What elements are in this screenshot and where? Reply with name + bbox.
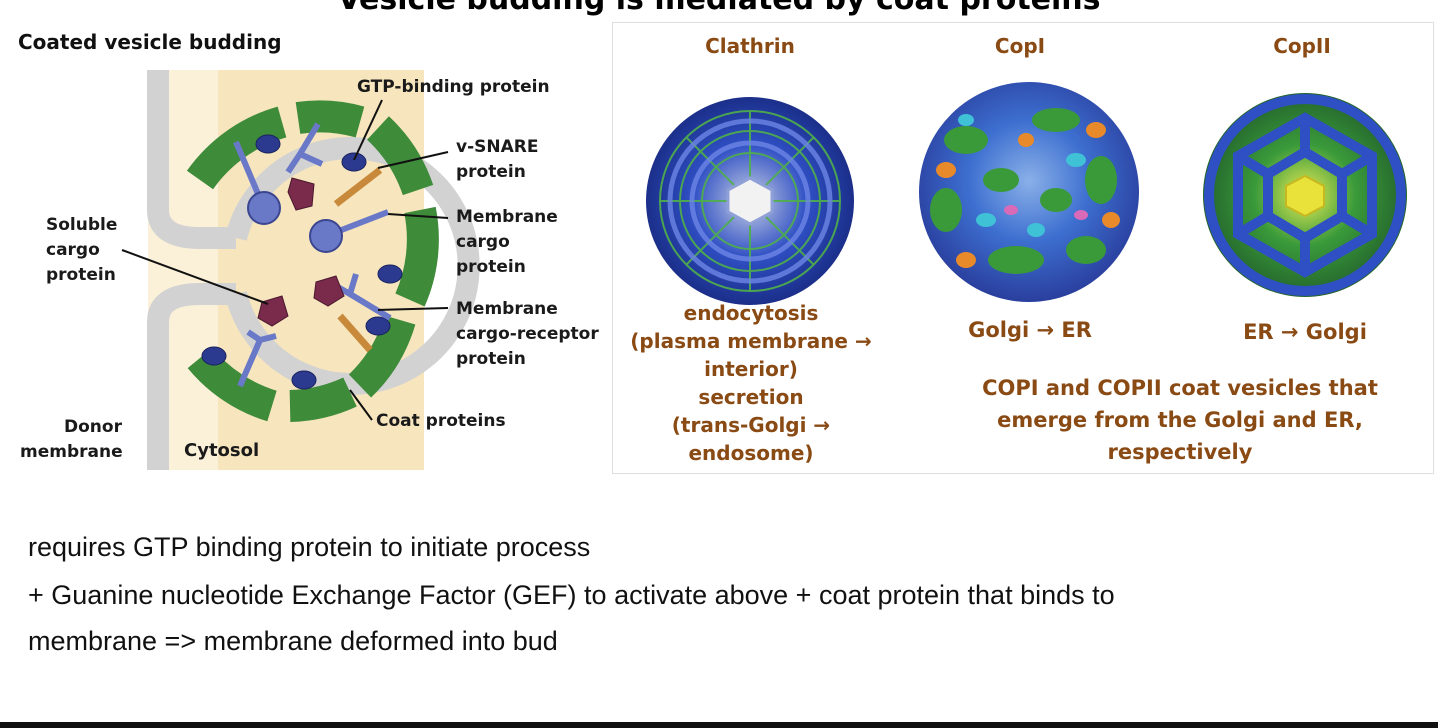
coat-title-copii: CopII	[1273, 34, 1331, 58]
label-membrane-cargo-1: Membrane	[456, 207, 558, 227]
label-coat-proteins: Coat proteins	[376, 411, 506, 431]
clathrin-caption-line: interior)	[704, 357, 798, 381]
clathrin-caption-line: secretion	[698, 385, 804, 409]
donor-membrane-top	[147, 70, 236, 249]
coat-title-clathrin: Clathrin	[705, 34, 795, 58]
leader-lines	[121, 99, 449, 421]
gtp-binding-proteins	[201, 134, 403, 390]
membrane-cargo-proteins	[233, 140, 390, 253]
label-donor-2: membrane	[20, 442, 123, 462]
donor-membrane-bottom	[147, 283, 236, 470]
body-text-line-2: + Guanine nucleotide Exchange Factor (GE…	[28, 580, 1115, 610]
label-cytosol: Cytosol	[184, 440, 260, 461]
cop-shared-caption-line: respectively	[1107, 440, 1253, 464]
label-receptor-3: protein	[456, 349, 526, 369]
body-text-line-1: requires GTP binding protein to initiate…	[28, 532, 591, 562]
clathrin-caption-line: (plasma membrane →	[630, 329, 872, 353]
copi-caption: Golgi → ER	[968, 318, 1092, 342]
clathrin-caption-line: (trans-Golgi →	[671, 413, 831, 437]
label-soluble-1: Soluble	[46, 215, 118, 235]
label-receptor-1: Membrane	[456, 299, 558, 319]
label-receptor-2: cargo-receptor	[456, 324, 599, 344]
slide-title: Vesicle budding is mediated by coat prot…	[0, 0, 1438, 17]
diagram-title: Coated vesicle budding	[18, 30, 282, 54]
label-donor-1: Donor	[64, 417, 122, 437]
label-soluble-2: cargo	[46, 240, 100, 260]
clathrin-caption-line: endosome)	[688, 441, 814, 465]
cop-shared-caption: COPI and COPII coat vesicles that emerge…	[940, 372, 1420, 468]
label-gtp-binding-protein: GTP-binding protein	[357, 77, 550, 97]
cop-shared-caption-line: emerge from the Golgi and ER,	[997, 408, 1363, 432]
clathrin-caption-line: endocytosis	[683, 301, 819, 325]
label-vsnare-1: v-SNARE	[456, 137, 539, 157]
label-soluble-3: protein	[46, 265, 116, 285]
label-membrane-cargo-2: cargo	[456, 232, 510, 252]
label-membrane-cargo-3: protein	[456, 257, 526, 277]
coat-title-copi: CopI	[994, 34, 1046, 58]
coat-proteins	[186, 100, 439, 422]
label-vsnare-2: protein	[456, 162, 526, 182]
v-snares	[333, 167, 383, 353]
cop-shared-caption-line: COPI and COPII coat vesicles that	[982, 376, 1378, 400]
clathrin-structure	[646, 97, 854, 305]
copii-structure	[1203, 93, 1407, 297]
copi-structure	[919, 82, 1139, 302]
body-text-line-3: membrane => membrane deformed into bud	[28, 626, 558, 656]
budding-diagram	[121, 70, 480, 470]
clathrin-caption: endocytosis (plasma membrane → interior)…	[606, 299, 896, 467]
bottom-bar	[0, 722, 1438, 728]
copii-caption: ER → Golgi	[1243, 320, 1367, 344]
